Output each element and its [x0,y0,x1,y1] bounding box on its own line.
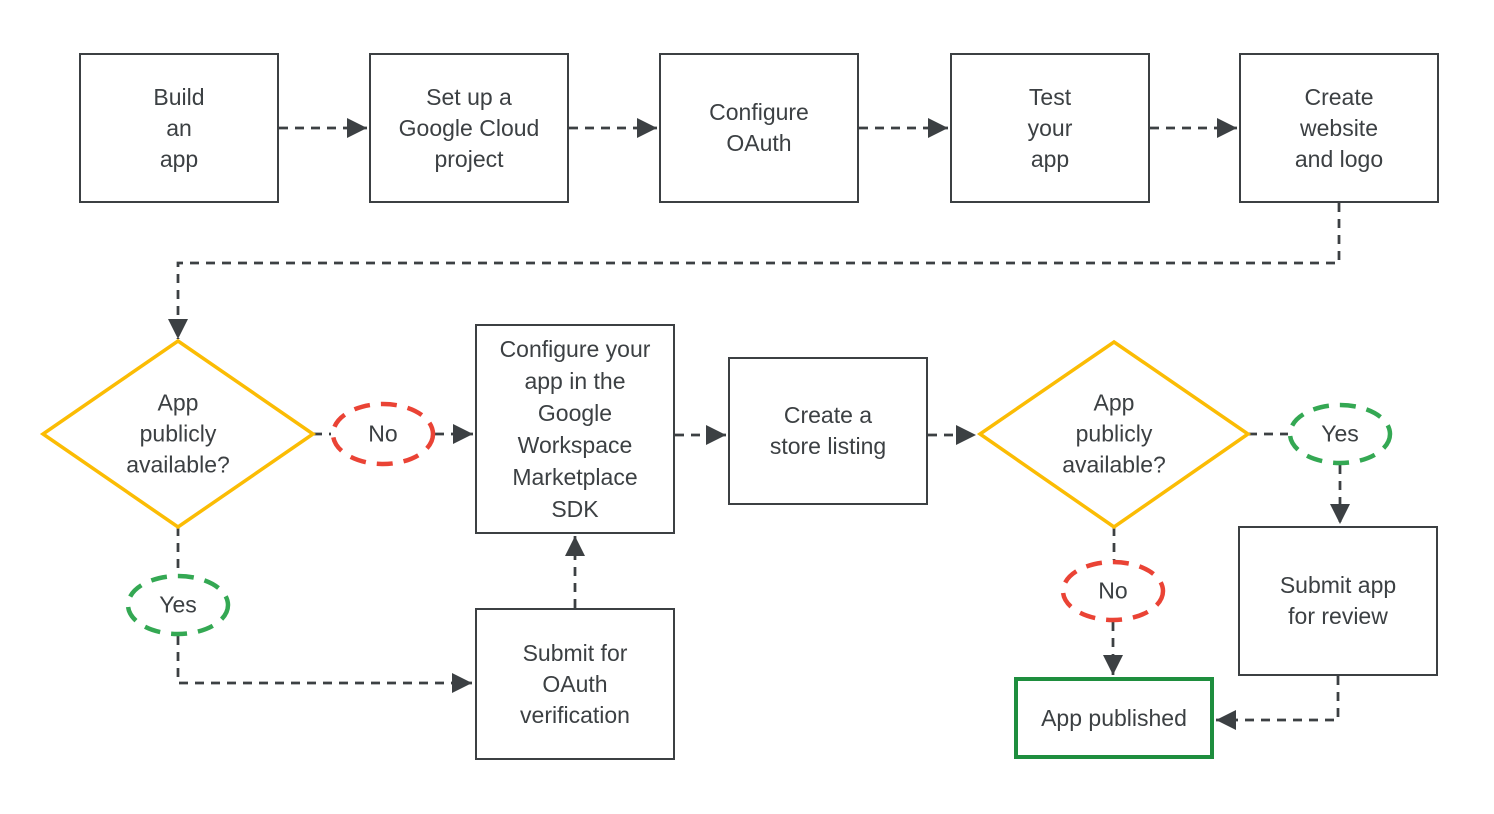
branch-label-no-2: No [1098,577,1128,604]
step-create-website-and-logo: Create website and logo [1239,53,1439,203]
step-test-your-app: Test your app [950,53,1150,203]
step-submit-app-for-review: Submit app for review [1238,526,1438,676]
edge-website-to-decision1 [168,203,1341,339]
step-configure-oauth: Configure OAuth [659,53,859,203]
edge-yes-oval-to-submit-oauth [176,636,472,693]
step-build-an-app: Build an app [79,53,279,203]
decision-2-question: App publicly available? [1062,389,1166,478]
branch-oval-no-1 [330,401,436,467]
step-create-store-listing: Create a store listing [728,357,928,505]
branch-oval-yes-2 [1287,402,1393,466]
branch-oval-yes-1 [125,573,231,637]
step-configure-marketplace-sdk: Configure your app in the Google Workspa… [475,324,675,534]
step-setup-google-cloud-project: Set up a Google Cloud project [369,53,569,203]
branch-label-no-1: No [368,420,398,447]
step-app-published: App published [1014,677,1214,759]
decision-1-question: App publicly available? [126,389,230,478]
branch-label-yes-2: Yes [1321,420,1359,447]
branch-label-yes-1: Yes [159,591,197,618]
edge-submit-review-to-published [1216,676,1340,730]
decision-diamond-1 [39,338,317,530]
branch-oval-no-2 [1060,559,1166,623]
step-submit-oauth-verification: Submit for OAuth verification [475,608,675,760]
decision-diamond-2 [976,339,1252,530]
